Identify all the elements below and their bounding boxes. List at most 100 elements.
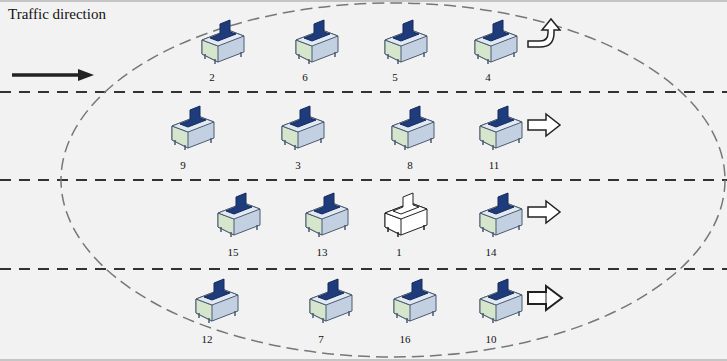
vehicle-icon [202, 20, 244, 64]
vehicle-icon [282, 106, 324, 150]
vehicle-cab [393, 20, 419, 41]
vehicle-wheel [477, 54, 479, 59]
vehicle-wheel [423, 52, 425, 57]
vehicle-wheel [518, 225, 520, 230]
callout-number: 9 [180, 160, 186, 171]
vehicle-wheel [220, 227, 222, 232]
direction-arrow [12, 73, 80, 77]
vehicle-icon [480, 106, 522, 150]
vehicle-icon [392, 106, 434, 150]
vehicle-wheel [432, 311, 434, 316]
vehicle-wheel [406, 318, 408, 323]
vehicle-wheel [334, 52, 336, 57]
vehicle-wheel [387, 227, 389, 232]
vehicle-cab [290, 106, 316, 127]
vehicle-cab [204, 279, 230, 300]
vehicle-wheel [256, 225, 258, 230]
vehicle-wheel [492, 145, 494, 150]
road-edge [0, 1, 727, 2]
vehicle-icon [480, 279, 522, 323]
callout-number: 1 [396, 247, 402, 258]
callout-number: 15 [228, 247, 239, 258]
lane-divider [0, 268, 727, 270]
callout-number: 5 [392, 72, 398, 83]
vehicle-wheel [482, 140, 484, 145]
vehicle-cab [210, 20, 236, 41]
callout-number: 11 [489, 160, 500, 171]
vehicle-cab [483, 20, 509, 41]
vehicle-icon [480, 193, 522, 237]
vehicle-wheel [482, 313, 484, 318]
straight-arrow [528, 286, 562, 310]
turn-arrow [528, 19, 560, 47]
vehicle-wheel [184, 145, 186, 150]
direction-arrowhead [78, 69, 94, 81]
vehicle-wheel [198, 313, 200, 318]
vehicle-wheel [404, 145, 406, 150]
vehicle-icon [306, 193, 348, 237]
callout-number: 14 [486, 247, 497, 258]
vehicle-wheel [214, 59, 216, 64]
callout-number: 16 [400, 334, 411, 345]
vehicle-icon [385, 193, 427, 237]
vehicle-cab [180, 106, 206, 127]
straight-arrow [528, 201, 560, 223]
vehicle-cab [488, 279, 514, 300]
vehicle-cab [226, 193, 252, 214]
vehicle-wheel [234, 311, 236, 316]
callout-number: 12 [202, 334, 213, 345]
vehicle-icon [296, 20, 338, 64]
vehicle-wheel [318, 232, 320, 237]
vehicle-wheel [174, 140, 176, 145]
vehicle-wheel [518, 138, 520, 143]
vehicle-wheel [298, 54, 300, 59]
vehicle-wheel [513, 52, 515, 57]
vehicle-cab [314, 193, 340, 214]
vehicle-wheel [394, 140, 396, 145]
vehicle-cab [488, 106, 514, 127]
vehicle-wheel [322, 318, 324, 323]
vehicle-wheel [204, 54, 206, 59]
vehicle-wheel [344, 225, 346, 230]
callout-number: 2 [209, 72, 215, 83]
vehicle-icon [475, 20, 517, 64]
vehicle-icon [196, 279, 238, 323]
callout-number: 3 [295, 160, 301, 171]
vehicle-icon [218, 193, 260, 237]
vehicle-wheel [308, 227, 310, 232]
callout-number: 13 [317, 247, 328, 258]
vehicle-wheel [240, 52, 242, 57]
vehicle-icon [394, 279, 436, 323]
vehicle-wheel [387, 54, 389, 59]
callout-number: 4 [485, 72, 491, 83]
vehicle-wheel [482, 227, 484, 232]
arrow-detail [546, 292, 547, 304]
vehicle-cab [393, 193, 419, 214]
vehicle-cab [400, 106, 426, 127]
vehicle-wheel [230, 232, 232, 237]
vehicle-wheel [208, 318, 210, 323]
road-edge [0, 360, 727, 361]
range-ellipse [61, 3, 725, 357]
vehicle-cab [318, 279, 344, 300]
straight-arrow [528, 114, 560, 136]
callout-number: 10 [486, 334, 497, 345]
vehicle-wheel [487, 59, 489, 64]
vehicle-cab [488, 193, 514, 214]
vehicle-icon [385, 20, 427, 64]
vehicle-wheel [492, 232, 494, 237]
callout-number: 7 [318, 334, 324, 345]
callout-number: 8 [407, 160, 413, 171]
vehicle-icon [172, 106, 214, 150]
vehicle-cab [304, 20, 330, 41]
vehicle-wheel [284, 140, 286, 145]
vehicle-wheel [312, 313, 314, 318]
vehicle-wheel [397, 59, 399, 64]
vehicle-wheel [423, 225, 425, 230]
vehicle-wheel [320, 138, 322, 143]
direction-label: Traffic direction [8, 7, 106, 22]
vehicle-wheel [518, 311, 520, 316]
vehicle-icon [310, 279, 352, 323]
vehicle-wheel [430, 138, 432, 143]
